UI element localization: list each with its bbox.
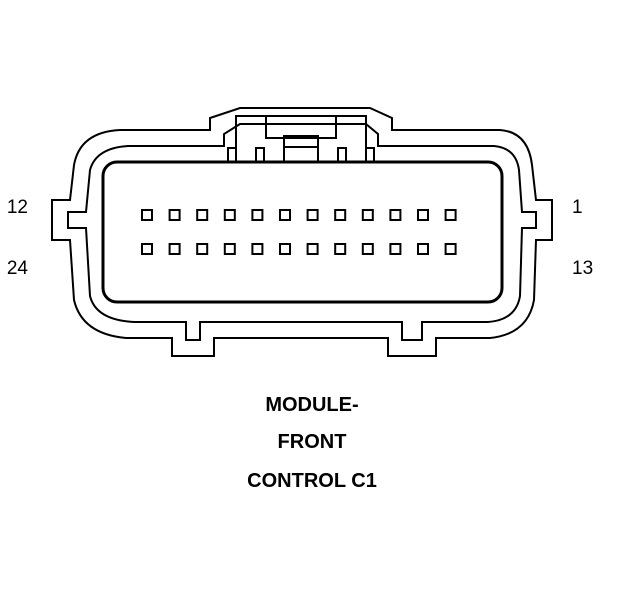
pin-cavity (361, 243, 374, 255)
pin-cavity (251, 243, 264, 255)
locking-tab-inner (265, 115, 337, 139)
key-slot (365, 147, 375, 163)
key-slot (337, 147, 347, 163)
pin-cavity (279, 209, 291, 221)
pin-cavity (389, 243, 402, 255)
pin-cavity (141, 243, 153, 255)
key-slot (227, 147, 237, 163)
pin-cavity (417, 243, 429, 255)
pin-cavity (251, 209, 264, 221)
pin-label-13: 13 (572, 258, 594, 279)
pin-cavity (223, 243, 236, 255)
pin-cavity (306, 243, 319, 255)
pin-label-24: 24 (6, 258, 28, 279)
pin-cavity (196, 243, 209, 255)
caption-line-2: FRONT (277, 431, 347, 453)
pin-cavity (444, 243, 457, 255)
connector-housing-outer (51, 107, 553, 357)
pin-cavity (389, 209, 402, 221)
pin-cavity (223, 209, 236, 221)
pin-label-12: 12 (6, 197, 28, 218)
caption-line-3: CONTROL C1 (247, 470, 377, 492)
pin-cavity (279, 243, 291, 255)
pin-cavity (196, 209, 209, 221)
latch-window (283, 135, 319, 163)
pin-cavity (168, 209, 181, 221)
pin-label-1: 1 (572, 197, 583, 218)
pin-cavity (141, 209, 153, 221)
connector-housing-inner (67, 123, 537, 341)
pin-cavity (417, 209, 429, 221)
pin-cavity (361, 209, 374, 221)
pin-cavities (141, 209, 457, 255)
pin-cavity (168, 243, 181, 255)
pin-cavity (334, 209, 347, 221)
pin-cavity (306, 209, 319, 221)
pin-cavity (334, 243, 347, 255)
connector-face (101, 160, 504, 304)
pin-cavity (444, 209, 457, 221)
key-slot (255, 147, 265, 163)
caption-line-1: MODULE- (265, 394, 359, 416)
